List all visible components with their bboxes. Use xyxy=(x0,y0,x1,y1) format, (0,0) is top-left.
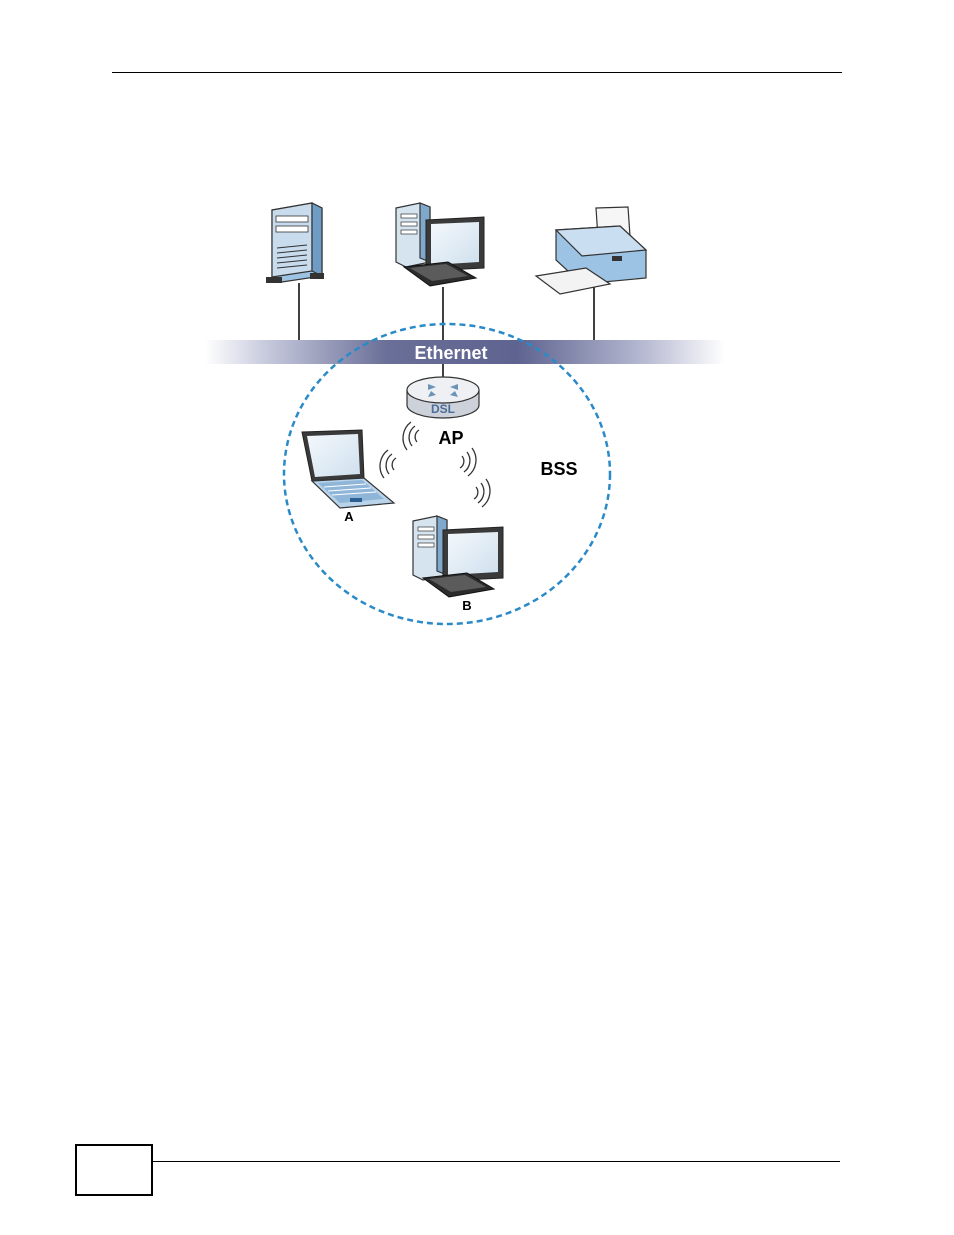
ap-router-icon: DSL xyxy=(407,377,479,418)
desktop-pc-icon xyxy=(396,203,484,286)
wireless-signal-icon xyxy=(403,422,419,450)
footer-rule xyxy=(152,1161,840,1162)
wireless-signal-icon xyxy=(460,448,476,476)
printer-icon xyxy=(536,207,646,294)
station-b-label: B xyxy=(462,598,471,613)
station-a-label: A xyxy=(344,509,354,524)
bss-label: BSS xyxy=(540,459,577,479)
server-icon xyxy=(266,203,324,283)
ap-label: AP xyxy=(438,428,463,448)
wireless-signal-icon xyxy=(380,450,396,478)
wireless-signal-icon xyxy=(474,479,490,507)
ethernet-label: Ethernet xyxy=(414,343,487,363)
page-number-box xyxy=(75,1144,153,1196)
station-b-pc-icon xyxy=(413,516,503,597)
router-badge-label: DSL xyxy=(431,402,455,416)
